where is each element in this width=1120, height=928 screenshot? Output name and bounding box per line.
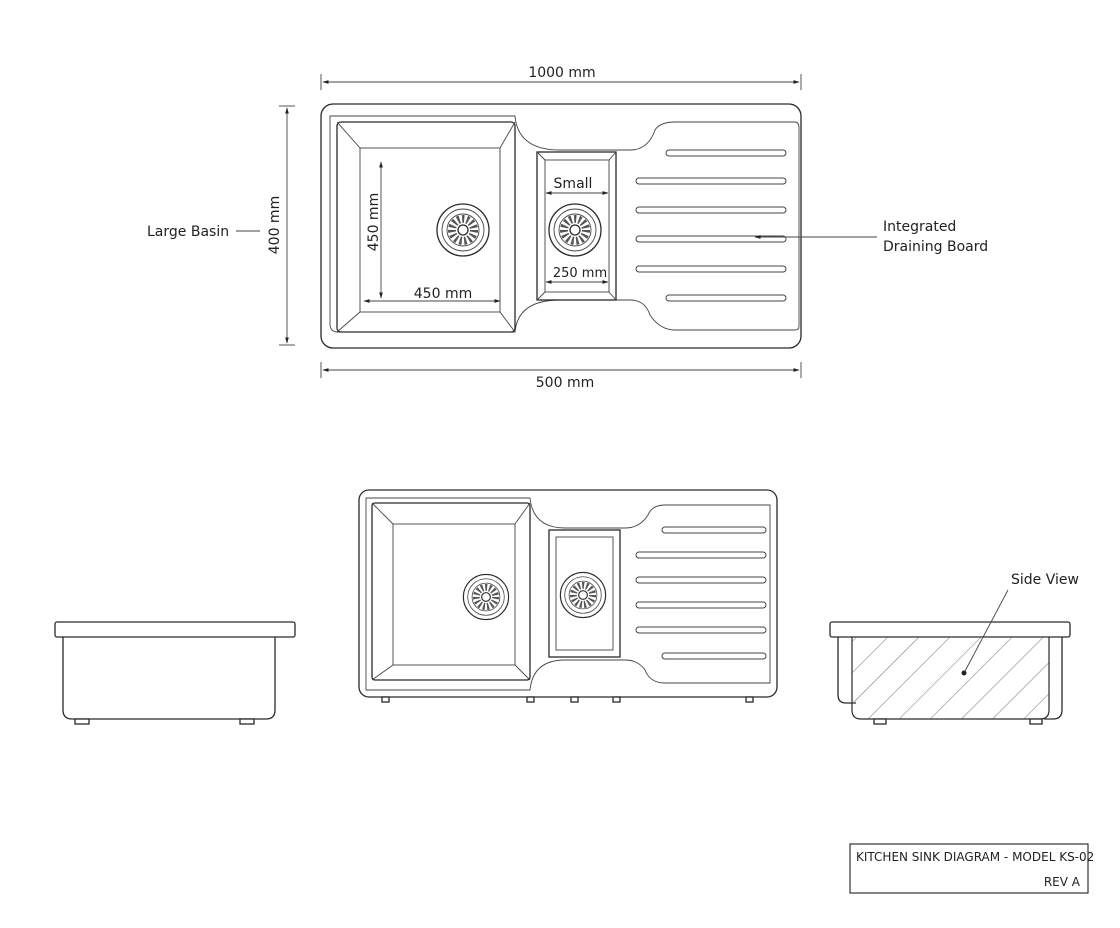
callout-large-basin: Large Basin bbox=[147, 224, 229, 240]
small-basin-label: Small bbox=[554, 176, 593, 192]
dim-overall-depth: 400 mm bbox=[267, 196, 283, 254]
small-basin bbox=[536, 151, 617, 301]
small-drain-icon bbox=[549, 204, 601, 256]
callout-side-view: Side View bbox=[1011, 572, 1079, 588]
feet bbox=[381, 696, 754, 703]
dim-large-basin-width: 450 mm bbox=[414, 286, 472, 302]
dim-small-basin-width: 250 mm bbox=[553, 266, 607, 281]
leader-side-view bbox=[963, 589, 1009, 674]
dim-overall-length: 1000 mm bbox=[528, 65, 595, 81]
title-block: KITCHEN SINK DIAGRAM - MODEL KS-02 REV A bbox=[849, 843, 1094, 894]
dim-overall-width: 500 mm bbox=[536, 375, 594, 391]
large-basin bbox=[336, 121, 516, 333]
title-block-revision: REV A bbox=[1044, 875, 1081, 889]
sink-deck-outline bbox=[329, 115, 800, 333]
callout-draining-board-2: Draining Board bbox=[883, 239, 988, 255]
side-elevation-left bbox=[54, 621, 296, 725]
large-drain-icon bbox=[437, 204, 489, 256]
title-block-title: KITCHEN SINK DIAGRAM - MODEL KS-02 bbox=[856, 850, 1094, 864]
plan-view-lower bbox=[358, 489, 778, 703]
lower-large-drain-icon bbox=[463, 574, 508, 619]
draining-board-grooves bbox=[635, 149, 787, 302]
lower-small-drain-icon bbox=[560, 572, 605, 617]
side-view-section: Side View bbox=[829, 572, 1079, 725]
callout-draining-board-1: Integrated bbox=[883, 219, 956, 235]
top-view: 1000 mm 500 mm 400 mm 450 mm 450 mm Smal… bbox=[147, 65, 988, 391]
dim-large-basin-height: 450 mm bbox=[366, 193, 382, 251]
